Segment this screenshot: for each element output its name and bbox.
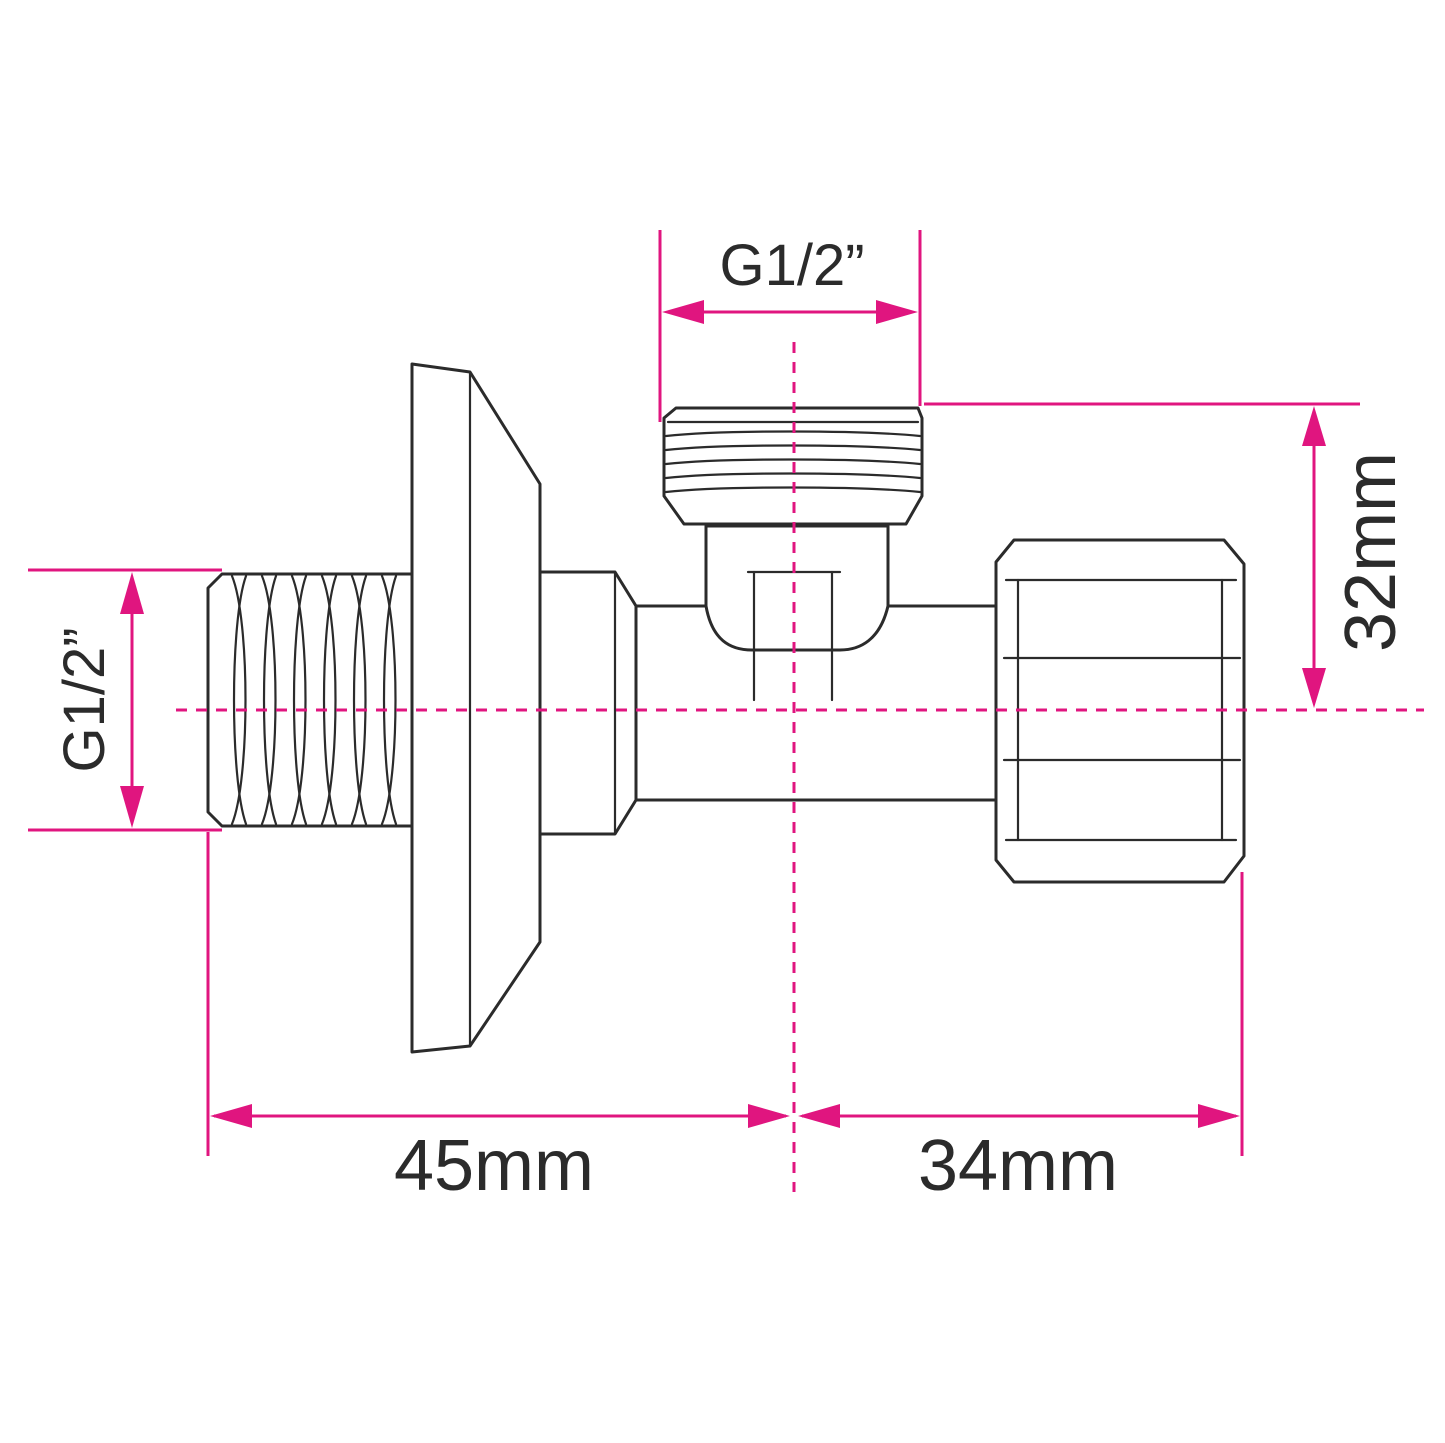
left-thread-label: G1/2”: [52, 627, 117, 772]
wall-flange: [410, 362, 542, 1054]
left-length-label: 45mm: [394, 1126, 594, 1206]
outlet-neck: [704, 524, 890, 702]
centerlines: [176, 342, 1424, 1192]
left-thread-dimension: G1/2”: [28, 568, 222, 832]
top-thread-label: G1/2”: [719, 233, 864, 298]
body-collar: [538, 570, 638, 836]
angle-valve-outline: [206, 362, 1246, 1054]
top-thread-dimension: G1/2”: [658, 230, 922, 422]
height-label: 32mm: [1331, 452, 1411, 652]
height-dimension: 32mm: [924, 402, 1411, 708]
inlet-thread: [206, 572, 414, 828]
length-dimensions: 45mm 34mm: [206, 832, 1244, 1206]
right-length-label: 34mm: [918, 1126, 1118, 1206]
